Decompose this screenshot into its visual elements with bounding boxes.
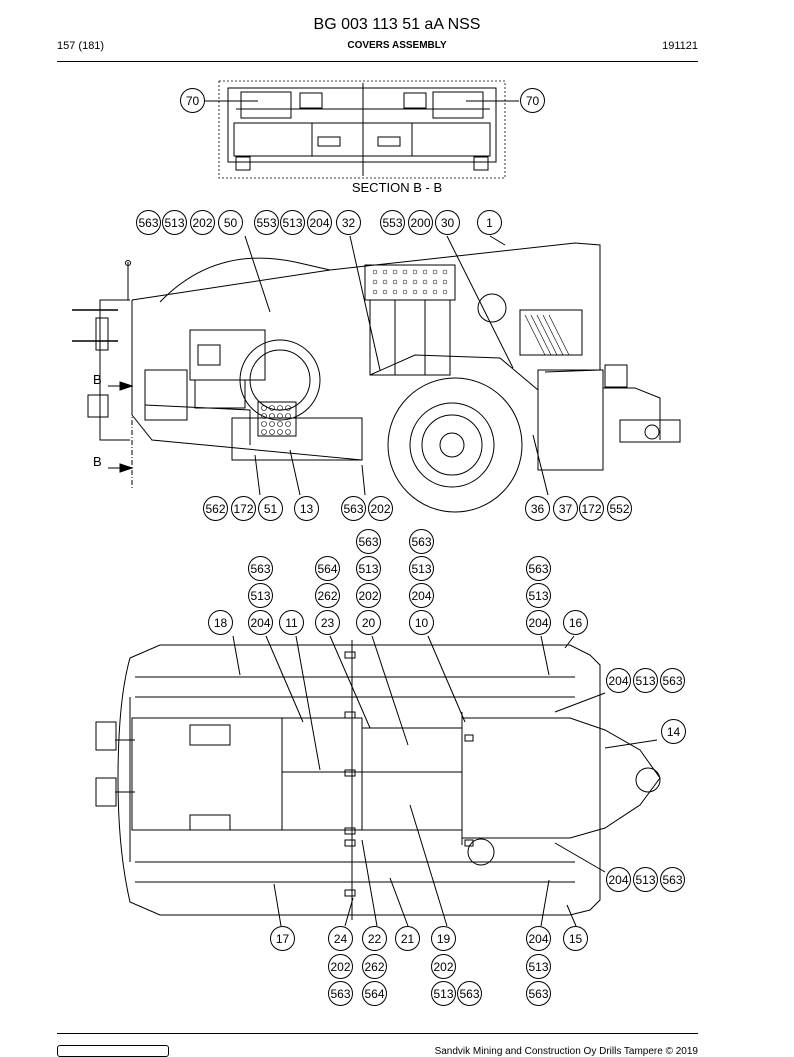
document-date: 191121 <box>662 40 698 52</box>
brand-logo <box>57 1045 169 1057</box>
callout-200: 200 <box>408 210 433 235</box>
callout-202: 202 <box>190 210 215 235</box>
callout-50: 50 <box>218 210 243 235</box>
callout-21: 21 <box>395 926 420 951</box>
section-bb-view <box>205 80 519 179</box>
footer-copyright: Sandvik Mining and Construction Oy Drill… <box>434 1046 698 1057</box>
callout-202: 202 <box>328 954 353 979</box>
callout-11: 11 <box>279 610 304 635</box>
callout-202: 202 <box>431 954 456 979</box>
callout-513: 513 <box>526 954 551 979</box>
callout-17: 17 <box>270 926 295 951</box>
callout-172: 172 <box>579 496 604 521</box>
callout-563: 563 <box>356 529 381 554</box>
callout-513: 513 <box>431 981 456 1006</box>
callout-30: 30 <box>435 210 460 235</box>
callout-204: 204 <box>606 867 631 892</box>
callout-563: 563 <box>660 668 685 693</box>
callout-70-right: 70 <box>520 88 545 113</box>
callout-262: 262 <box>362 954 387 979</box>
callout-563: 563 <box>526 556 551 581</box>
callout-552: 552 <box>607 496 632 521</box>
callout-172: 172 <box>231 496 256 521</box>
callout-204: 204 <box>409 583 434 608</box>
callout-24: 24 <box>328 926 353 951</box>
callout-204: 204 <box>307 210 332 235</box>
callout-10: 10 <box>409 610 434 635</box>
callout-513: 513 <box>280 210 305 235</box>
callout-32: 32 <box>336 210 361 235</box>
callout-513: 513 <box>356 556 381 581</box>
callout-564: 564 <box>362 981 387 1006</box>
page-number: 157 (181) <box>57 40 105 52</box>
section-mark-lower: B <box>93 454 102 469</box>
callout-37: 37 <box>553 496 578 521</box>
callout-36: 36 <box>525 496 550 521</box>
callout-15: 15 <box>563 926 588 951</box>
callout-563: 563 <box>328 981 353 1006</box>
section-mark-upper: B <box>93 372 102 387</box>
callout-513: 513 <box>633 668 658 693</box>
callout-70-left: 70 <box>180 88 205 113</box>
side-view <box>72 235 681 513</box>
footer-rule <box>57 1033 698 1034</box>
plan-view <box>95 635 661 927</box>
document-title: BG 003 113 51 aA NSS <box>313 16 481 33</box>
callout-513: 513 <box>633 867 658 892</box>
callout-22: 22 <box>362 926 387 951</box>
callout-18: 18 <box>208 610 233 635</box>
callout-562: 562 <box>203 496 228 521</box>
callout-563: 563 <box>409 529 434 554</box>
callout-563: 563 <box>526 981 551 1006</box>
callout-513: 513 <box>526 583 551 608</box>
callout-16: 16 <box>563 610 588 635</box>
callout-202: 202 <box>368 496 393 521</box>
callout-204: 204 <box>606 668 631 693</box>
callout-51: 51 <box>258 496 283 521</box>
callout-204: 204 <box>526 926 551 951</box>
callout-563: 563 <box>660 867 685 892</box>
callout-553: 553 <box>254 210 279 235</box>
callout-19: 19 <box>431 926 456 951</box>
callout-513: 513 <box>409 556 434 581</box>
callout-1: 1 <box>477 210 502 235</box>
callout-564: 564 <box>315 556 340 581</box>
callout-14: 14 <box>661 719 686 744</box>
callout-262: 262 <box>315 583 340 608</box>
section-title: COVERS ASSEMBLY <box>347 40 447 51</box>
callout-202: 202 <box>356 583 381 608</box>
callout-553: 553 <box>380 210 405 235</box>
section-bb-label: SECTION B - B <box>351 180 443 195</box>
callout-563: 563 <box>341 496 366 521</box>
callout-513: 513 <box>162 210 187 235</box>
callout-513: 513 <box>248 583 273 608</box>
callout-20: 20 <box>356 610 381 635</box>
callout-563: 563 <box>136 210 161 235</box>
callout-204: 204 <box>526 610 551 635</box>
callout-13: 13 <box>294 496 319 521</box>
callout-563: 563 <box>457 981 482 1006</box>
callout-23: 23 <box>315 610 340 635</box>
callout-204: 204 <box>248 610 273 635</box>
header-rule <box>57 61 698 62</box>
callout-563: 563 <box>248 556 273 581</box>
